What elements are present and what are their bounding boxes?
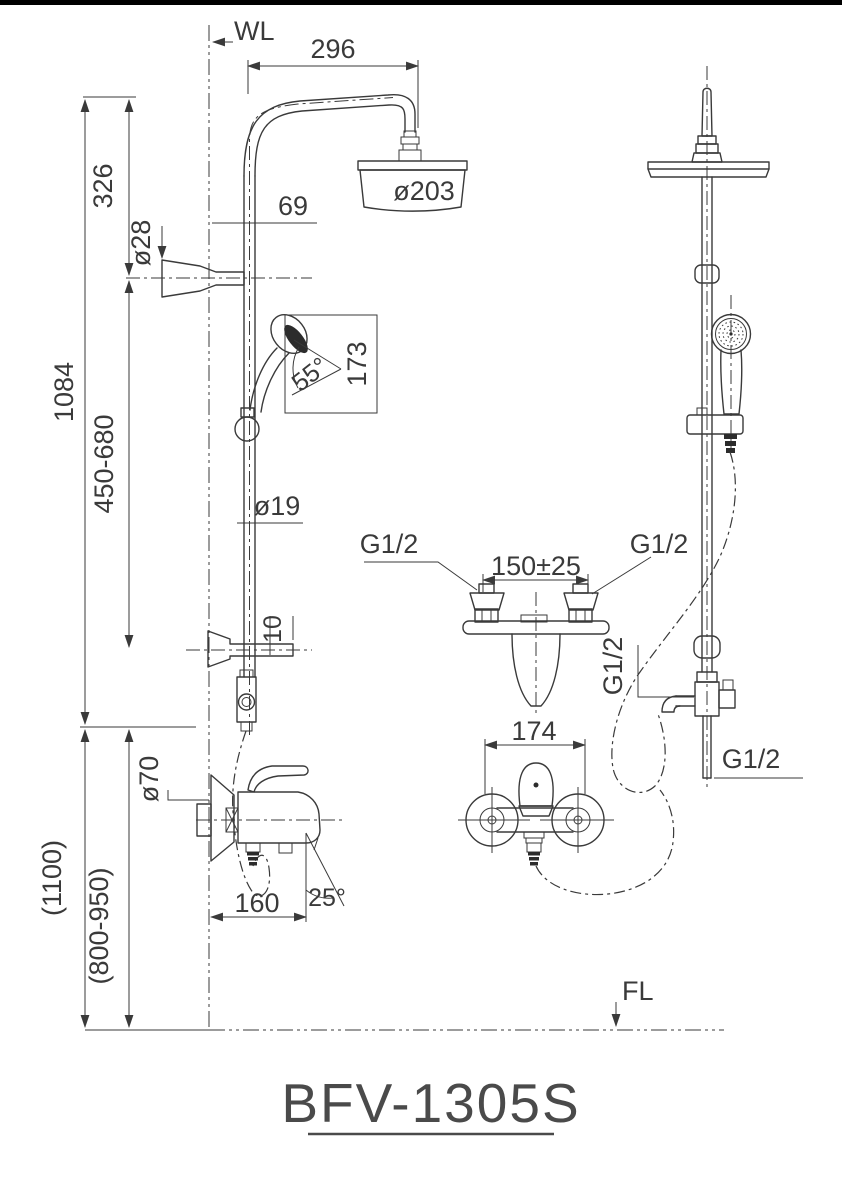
lower-ring (693, 635, 721, 659)
dimension-ladder: 1084 (1100) 326 450-680 (800-950) (37, 96, 196, 1029)
right-escutcheon (540, 787, 614, 853)
dim-body-width: 174 (511, 716, 556, 746)
top-border (0, 0, 842, 5)
dim-supply-thread: G1/2 (722, 744, 781, 774)
left-eccentric-union (469, 583, 505, 623)
dim-head-diameter: ø203 (393, 176, 455, 206)
front-view: G1/2 G1/2 (535, 66, 803, 896)
left-escutcheon (458, 787, 530, 853)
mixer-lever-side (247, 765, 309, 793)
upper-wall-bracket: ø28 (126, 220, 312, 298)
dim-top-to-bracket: 326 (88, 163, 118, 208)
dim-spout-reach: 160 (234, 888, 279, 918)
dim-mixer-height: (800-950) (84, 867, 114, 984)
dim-spout-angle: 25° (308, 884, 346, 912)
dim-inlet-distance: 150±25 (491, 551, 581, 581)
dim-bracket-diameter: ø28 (126, 220, 156, 267)
right-eccentric-union (563, 583, 599, 623)
shower-arm-inner (254, 104, 406, 177)
dim-column-height: (1100) (37, 840, 67, 916)
wall-line-label: WL (234, 16, 275, 46)
upper-ring (694, 264, 720, 284)
holder-bracket-front (686, 414, 744, 435)
hand-shower-front (710, 295, 752, 452)
detail-box (284, 314, 378, 414)
trim-handle (518, 762, 554, 807)
dim-bracket-offset: 10 (259, 615, 287, 643)
shower-arm-outer (243, 93, 416, 177)
model-number: BFV-1305S (281, 1072, 580, 1134)
shower-hose-side (232, 730, 271, 897)
bath-mixer-side: ø70 160 25° (134, 756, 346, 922)
hand-shower-face (284, 324, 308, 354)
column-diverter-side (236, 669, 257, 732)
mixer-rough-in-view: 150±25 G1/2 G1/2 (360, 529, 689, 714)
floor-line-label: FL (622, 976, 654, 1006)
dim-wall-to-pipe: 69 (278, 191, 308, 221)
dim-left-inlet-thread: G1/2 (360, 529, 419, 559)
side-view: 296 ø203 69 ø28 (126, 34, 468, 922)
dim-arm-projection: 296 (310, 34, 355, 64)
title-block: BFV-1305S (281, 1072, 580, 1136)
dim-column-length: 1084 (49, 362, 79, 422)
mixer-trim-view: 174 (458, 716, 614, 866)
hand-shower-side: 55° 173 (249, 314, 378, 414)
shower-hose-front-lower (535, 789, 675, 896)
dim-bracket-spacing: 450-680 (89, 414, 119, 513)
dim-flange-diameter: ø70 (134, 756, 164, 803)
lower-wall-bracket: 10 (186, 615, 312, 668)
dim-pipe-diameter: ø19 (254, 491, 301, 521)
dim-hose-outlet-thread: G1/2 (598, 637, 628, 696)
slider-holder (240, 407, 255, 418)
diverter-front (661, 671, 736, 779)
shower-hose-front-upper (611, 451, 736, 794)
dim-hand-shower-length: 173 (342, 341, 372, 386)
rain-shower-head-side: ø203 (357, 160, 468, 212)
arm-centerline (249, 97, 394, 735)
rain-shower-head-front (647, 161, 770, 178)
reference-lines: WL FL (85, 16, 724, 1031)
dim-right-inlet-thread: G1/2 (630, 529, 689, 559)
